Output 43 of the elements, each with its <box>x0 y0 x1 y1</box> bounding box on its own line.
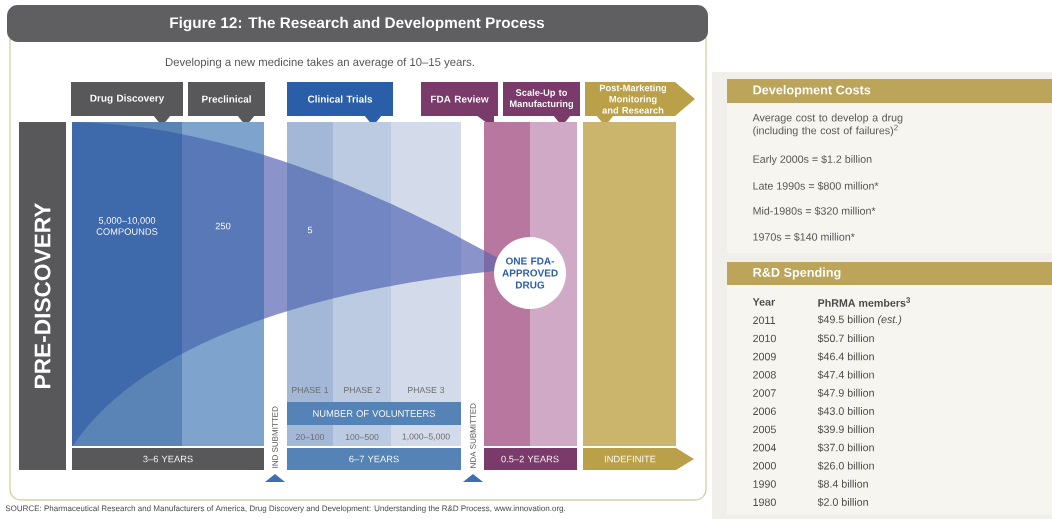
table-text: $43.0 billion <box>817 406 874 416</box>
table-text: 2009 <box>753 352 776 361</box>
table-text: $26.0 billion <box>817 461 874 471</box>
title-bar: Figure 12: The Research and Development Process <box>7 5 708 42</box>
table-text: $50.7 billion <box>817 334 874 343</box>
table-text: $39.9 billion <box>817 425 874 434</box>
table-text: $2.0 billion <box>817 497 868 507</box>
table-text: 2007 <box>753 389 776 397</box>
table-text: $47.4 billion <box>817 370 874 380</box>
stage-column: PRE-DISCOVERY <box>19 122 66 470</box>
duration-band: INDEFINITE <box>583 448 694 470</box>
table-text: 2010 <box>753 334 776 343</box>
column-bar <box>583 122 676 446</box>
table-text: 2011 <box>753 316 776 324</box>
stage-tab: FDA Review <box>421 82 498 128</box>
table-text: 2000 <box>753 462 776 470</box>
stage-column: 250 <box>182 122 264 446</box>
subtitle: Developing a new medicine takes an average of 10–15 years. <box>165 57 474 69</box>
stage-column: 3–6 YEARS <box>72 448 264 470</box>
table-text: $47.9 billion <box>817 388 874 398</box>
stage-column: 6–7 YEARS <box>287 448 461 470</box>
stage-column: NUMBER OF VOLUNTEERS <box>287 402 461 425</box>
info-panel: Development Costs Average cost to develop a drug (including the cost of failures)$^{2}$ Early 2000s = $1.2 billion Late 1990s = $800 million* Mid-1980s = $320 million* 1970s = $140 million* <box>727 79 1052 253</box>
table-text: 1990 <box>753 480 776 488</box>
table-text: $8.4 billion <box>817 479 868 489</box>
stage-tab: Scale-Up to Manufacturing <box>503 82 580 126</box>
table-text: 1980 <box>753 498 776 506</box>
stage-tab: Clinical Trials <box>287 82 393 126</box>
source-note: SOURCE: Pharmaceutical Research and Manufacturers of America, Drug Discovery and Development: Understanding the R&D Process, www.innovation.org. <box>5 505 565 513</box>
table-text: 2006 <box>753 407 776 415</box>
stage-arrow-tab: Post-Marketing Monitoring and Research <box>585 82 695 126</box>
table-text: 2005 <box>753 425 776 434</box>
table-text: 2004 <box>753 443 777 452</box>
table-text: Year <box>752 298 775 306</box>
table-text: $49.5 billion (est.) <box>817 315 902 326</box>
stage-column: 0.5–2 YEARS <box>484 448 577 470</box>
stage-column: 5,000–10,000 COMPOUNDS <box>72 122 182 446</box>
stage-tab: Drug Discovery <box>71 82 183 126</box>
table-text: $37.0 billion <box>817 443 874 452</box>
table-text: $46.4 billion <box>817 352 874 361</box>
table-text: PhRMA members$^{3}$ <box>818 297 911 307</box>
table-text: 2008 <box>753 371 776 379</box>
stage-tab: Preclinical <box>188 82 265 126</box>
